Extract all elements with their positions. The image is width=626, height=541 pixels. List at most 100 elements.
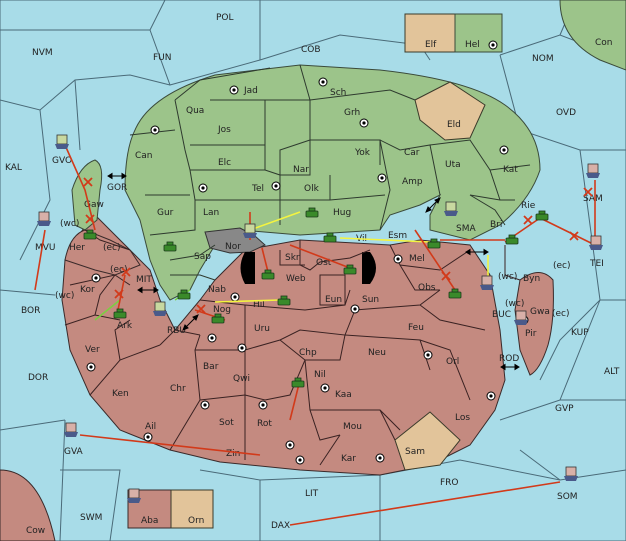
- label-ec3: (ec): [553, 261, 571, 271]
- convoy-order: [94, 299, 121, 321]
- label-can: Can: [135, 151, 153, 161]
- cross-icon: [114, 289, 124, 299]
- label-orn: Orn: [188, 516, 204, 526]
- label-wc1: (wc): [60, 219, 79, 229]
- label-nog: Nog: [213, 305, 231, 315]
- supply-center-icon: [375, 453, 385, 463]
- move-order: [34, 229, 46, 291]
- label-yok: Yok: [354, 148, 371, 158]
- province-sam-tan[interactable]: [394, 411, 461, 471]
- label-car: Car: [404, 148, 420, 158]
- cross-icon: [523, 215, 533, 225]
- move-order: [261, 247, 269, 273]
- label-fro: FRO: [440, 478, 459, 488]
- label-ark: Ark: [117, 321, 133, 331]
- label-ec4: (ec): [552, 309, 570, 319]
- province-her[interactable]: [64, 229, 141, 276]
- fleet-icon: [589, 235, 603, 250]
- supply-center-icon: [359, 118, 369, 128]
- label-pol: POL: [216, 13, 234, 23]
- fleet-icon: [564, 466, 578, 481]
- label-hel: Hel: [465, 40, 480, 50]
- fleets[interactable]: [37, 134, 603, 503]
- fleet-icon: [37, 211, 51, 226]
- label-gur: Gur: [157, 208, 174, 218]
- supply-center-icon: [377, 173, 387, 183]
- supply-center-icon: [237, 343, 247, 353]
- fleet-icon: [55, 134, 69, 149]
- army-icon: [211, 313, 225, 324]
- fleet-icon: [153, 301, 167, 316]
- label-obs: Obs: [418, 283, 436, 293]
- supply-center-icon: [207, 333, 217, 343]
- label-skr: Skr: [285, 253, 300, 263]
- supply-center-icon: [350, 304, 360, 314]
- label-aba: Aba: [141, 516, 158, 526]
- label-web: Web: [286, 274, 306, 284]
- label-sam: SAM: [583, 194, 603, 204]
- army-icon: [83, 229, 97, 240]
- army-icon: [343, 264, 357, 275]
- label-qwi: Qwi: [233, 374, 250, 384]
- label-ovd: OVD: [556, 108, 576, 118]
- double-arrows: [107, 172, 520, 371]
- label-wc2: (wc): [55, 291, 74, 301]
- label-kat: Kat: [503, 165, 518, 175]
- fleet-icon: [64, 422, 78, 437]
- move-order: [414, 229, 456, 291]
- label-gor: GOR: [107, 183, 127, 193]
- label-neu: Neu: [368, 348, 386, 358]
- province-orn[interactable]: [170, 489, 214, 529]
- supply-center-icon: [230, 292, 240, 302]
- cross-icon: [583, 187, 593, 197]
- label-kal: KAL: [5, 163, 22, 173]
- fleet-icon: [514, 310, 528, 325]
- province-con[interactable]: [559, 0, 626, 71]
- label-ken: Ken: [112, 389, 129, 399]
- failed-order-markers: [83, 177, 593, 314]
- supply-center-icon: [150, 125, 160, 135]
- label-ail: Ail: [145, 422, 156, 432]
- double-arrow-icon: [182, 314, 199, 331]
- label-buc: BUC: [492, 310, 511, 320]
- province-eld[interactable]: [414, 81, 486, 141]
- label-dax: DAX: [271, 521, 290, 531]
- armies[interactable]: [83, 207, 549, 388]
- label-rbu: RBU: [167, 326, 186, 336]
- fleet-icon: [127, 488, 141, 503]
- label-uta: Uta: [445, 160, 461, 170]
- army-icon: [448, 288, 462, 299]
- cross-icon: [121, 267, 131, 277]
- label-eld: Eld: [447, 120, 461, 130]
- label-her: Her: [69, 243, 85, 253]
- army-icon: [305, 207, 319, 218]
- supply-center-icon: [393, 254, 403, 264]
- label-cow: Cow: [26, 526, 45, 536]
- label-sap: Sap: [194, 252, 211, 262]
- label-chp: Chp: [299, 348, 317, 358]
- supply-center-icon: [86, 362, 96, 372]
- label-qua: Qua: [186, 106, 204, 116]
- label-pir: Pir: [525, 329, 537, 339]
- label-chr: Chr: [170, 384, 186, 394]
- supply-center-icon: [229, 85, 239, 95]
- fleet-icon: [243, 223, 257, 238]
- label-nab: Nab: [208, 285, 226, 295]
- province-gwa[interactable]: [514, 272, 554, 376]
- label-ver: Ver: [85, 345, 100, 355]
- double-arrow-icon: [500, 363, 520, 371]
- label-gvp: GVP: [555, 404, 574, 414]
- label-elc: Elc: [218, 158, 231, 168]
- cross-icon: [196, 304, 206, 314]
- army-icon: [163, 241, 177, 252]
- supply-center-icon: [143, 432, 153, 442]
- label-los: Los: [455, 413, 470, 423]
- label-rie: Rie: [521, 201, 536, 211]
- army-icon: [177, 289, 191, 300]
- label-tei: TEI: [589, 259, 604, 269]
- double-arrow-icon: [137, 286, 159, 294]
- label-kaa: Kaa: [335, 390, 352, 400]
- cross-icon: [441, 271, 451, 281]
- label-bor: BOR: [21, 306, 40, 316]
- label-ec2: (ec): [110, 265, 128, 275]
